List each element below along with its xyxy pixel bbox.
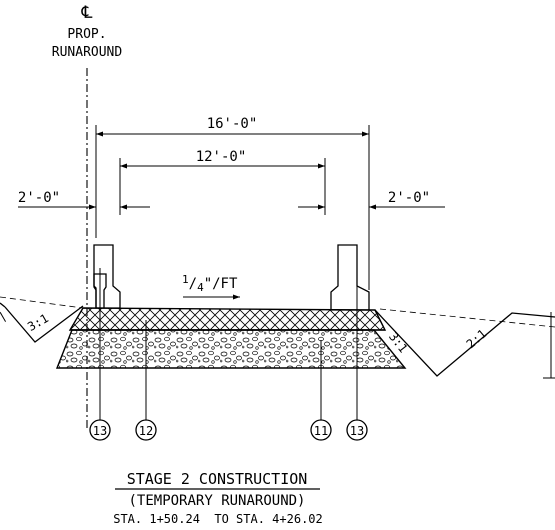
dimension-right-shoulder: 2'-0" bbox=[298, 190, 445, 210]
centerline-label-runaround: RUNAROUND bbox=[52, 45, 123, 60]
centerline-label: ℄ PROP. RUNAROUND bbox=[52, 3, 123, 60]
barrier-right-body bbox=[330, 244, 370, 311]
svg-text:/: / bbox=[0, 310, 11, 324]
title-line-1: STAGE 2 CONSTRUCTION bbox=[127, 470, 308, 488]
cross-slope-annotation: 1/4"/FT bbox=[182, 273, 240, 300]
dimension-lane: 12'-0" bbox=[120, 149, 325, 169]
svg-text:13: 13 bbox=[350, 424, 364, 438]
cross-slope-label: 1/4"/FT bbox=[182, 273, 238, 294]
title-line-2: (TEMPORARY RUNAROUND) bbox=[128, 493, 305, 509]
svg-text:13: 13 bbox=[93, 424, 107, 438]
centerline-symbol: ℄ bbox=[81, 3, 93, 23]
dimension-left-shoulder-label: 2'-0" bbox=[18, 190, 60, 206]
svg-text:11: 11 bbox=[314, 424, 328, 438]
aggregate-base bbox=[55, 329, 407, 369]
title-line-3: STA. 1+50.24 TO STA. 4+26.02 bbox=[113, 512, 323, 526]
svg-text:12: 12 bbox=[139, 424, 153, 438]
existing-ground-left bbox=[0, 296, 84, 309]
asphalt-pavement bbox=[68, 307, 387, 331]
left-slope-ratio: 3:1 bbox=[25, 311, 51, 334]
centerline-label-prop: PROP. bbox=[67, 27, 106, 42]
right-back-slope-ratio: 2:1 bbox=[464, 327, 490, 352]
dimension-right-shoulder-label: 2'-0" bbox=[388, 190, 430, 206]
dimension-left-shoulder: 2'-0" bbox=[18, 190, 150, 210]
callout-right-pavement: 11 bbox=[310, 419, 332, 441]
title-block: STAGE 2 CONSTRUCTION (TEMPORARY RUNAROUN… bbox=[113, 470, 323, 526]
existing-ground-right bbox=[379, 308, 555, 328]
callout-left-barrier: 13 bbox=[89, 419, 111, 441]
barrier-left-body bbox=[93, 244, 121, 309]
callout-right-barrier: 13 bbox=[346, 419, 368, 441]
dimension-overall: 16'-0" bbox=[96, 116, 369, 137]
dimension-overall-label: 16'-0" bbox=[207, 116, 258, 132]
callout-left-pavement: 12 bbox=[135, 419, 157, 441]
dimension-lane-label: 12'-0" bbox=[196, 149, 247, 165]
